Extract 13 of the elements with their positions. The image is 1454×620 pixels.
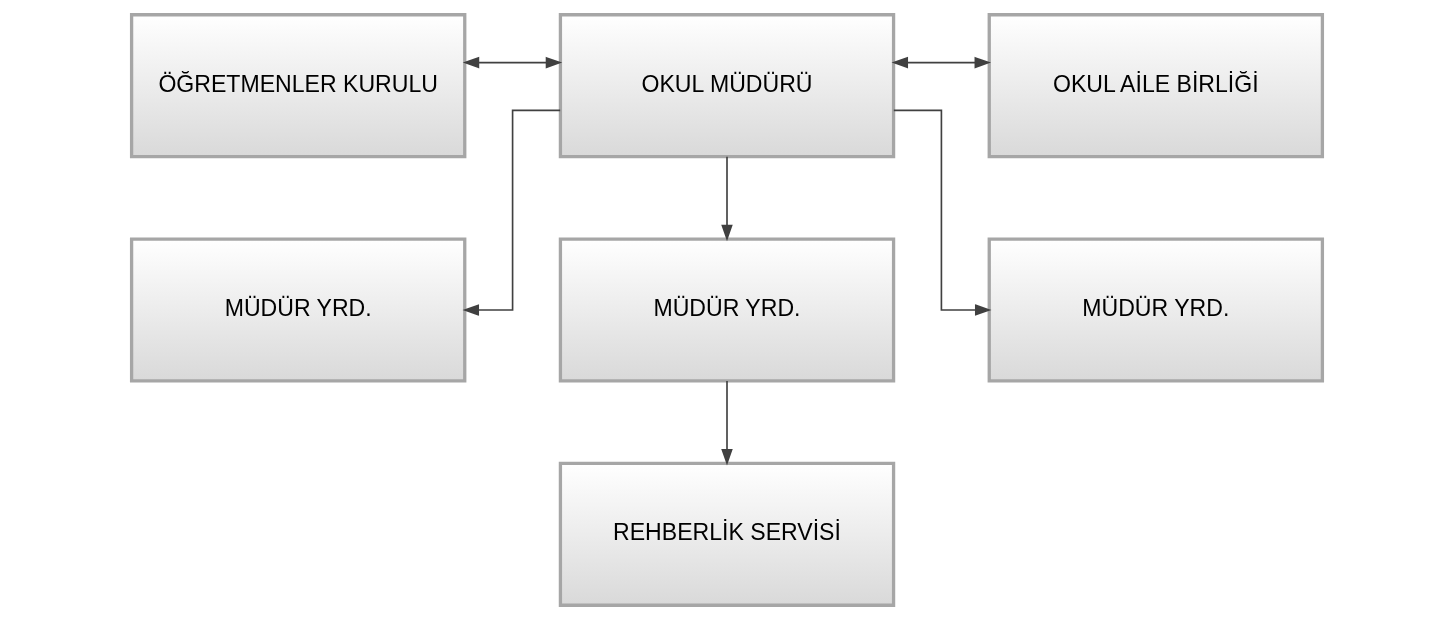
arrow — [462, 109, 561, 316]
arrow — [893, 109, 992, 316]
node-box: MÜDÜR YRD. — [987, 237, 1325, 383]
node-box: ÖĞRETMENLER KURULU — [129, 13, 467, 159]
arrow — [891, 56, 992, 69]
node-box: OKUL AİLE BİRLİĞİ — [987, 13, 1325, 159]
node-box: REHBERLİK SERVİSİ — [558, 461, 896, 607]
node-box: OKUL MÜDÜRÜ — [558, 13, 896, 159]
node-box: MÜDÜR YRD. — [558, 237, 896, 383]
arrow — [721, 380, 733, 466]
arrow — [721, 155, 733, 242]
arrow — [462, 56, 563, 69]
node-box: MÜDÜR YRD. — [129, 237, 467, 383]
